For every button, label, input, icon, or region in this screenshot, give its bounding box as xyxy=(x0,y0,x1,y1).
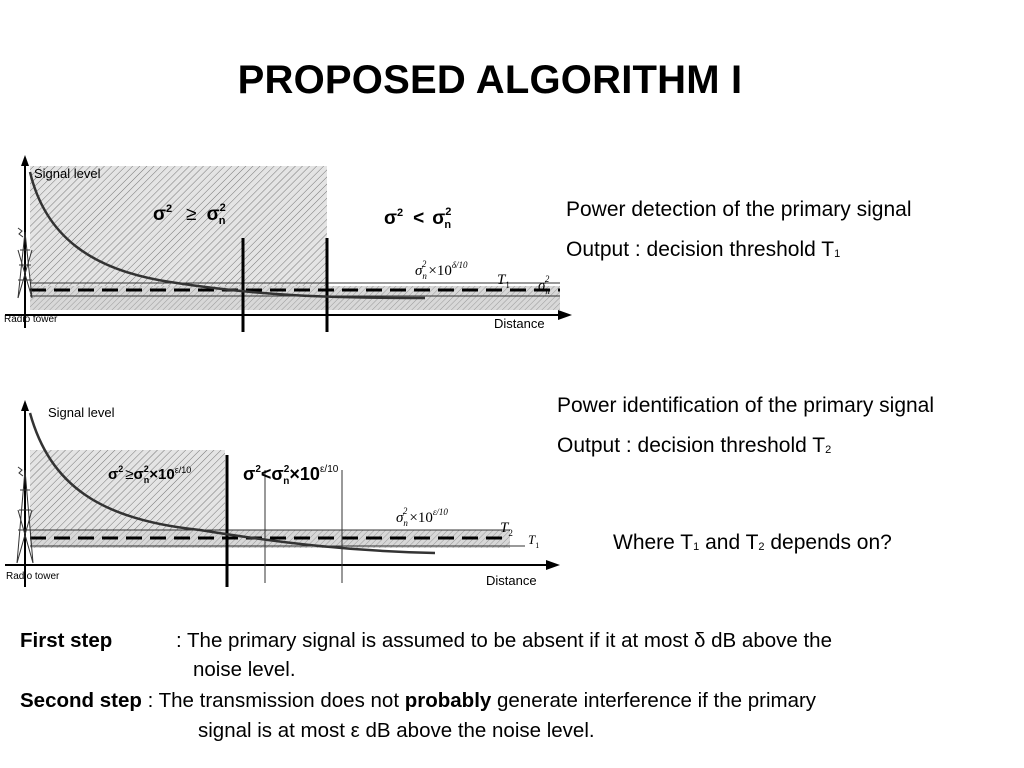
second-step-text-post: generate interference if the primary xyxy=(491,689,817,712)
signal-decay-curve xyxy=(28,412,436,555)
signal-decay-curve xyxy=(28,171,426,300)
second-step-line-1: Second step : The transmission does not … xyxy=(20,686,816,715)
x-axis-label: Distance xyxy=(494,316,545,331)
description-1-line-1: Power detection of the primary signal xyxy=(566,198,912,221)
description-1-output: Output : decision threshold T xyxy=(566,238,835,261)
question-sub-2: 2 xyxy=(758,541,765,553)
y-axis-label: Signal level xyxy=(34,166,101,181)
first-step-label: First step xyxy=(20,629,113,652)
threshold-question: Where T1 and T2 depends on? xyxy=(613,531,892,555)
first-step-text-1: : The primary signal is assumed to be ab… xyxy=(176,629,832,652)
noise-formula: σn2 xyxy=(538,274,550,296)
second-step-text-pre: : The transmission does not xyxy=(141,689,405,712)
question-part-1: Where T xyxy=(613,531,694,554)
level-formula: σn2×10δ/10 xyxy=(415,259,468,281)
x-axis-arrow xyxy=(546,560,560,570)
radio-tower-icon xyxy=(17,227,33,299)
question-sub-1: 1 xyxy=(693,541,700,553)
question-part-3: depends on? xyxy=(764,531,892,554)
first-step-line-1: First step xyxy=(20,626,112,655)
hatched-region xyxy=(30,450,225,530)
tower-label: Radio tower xyxy=(6,571,60,582)
second-step-label: Second step xyxy=(20,689,142,712)
question-part-2: and T xyxy=(699,531,759,554)
x-axis-label: Distance xyxy=(486,573,537,588)
hatched-region xyxy=(30,166,327,286)
slide-title: PROPOSED ALGORITHM I xyxy=(237,58,743,102)
description-1-sub: 1 xyxy=(834,248,841,260)
description-2-line-2: Output : decision threshold T2 xyxy=(557,434,831,458)
second-step-text-2: signal is at most ε dB above the noise l… xyxy=(198,719,595,742)
y-axis-label: Signal level xyxy=(48,405,115,420)
y-axis-arrow xyxy=(21,400,29,411)
description-1-line-2: Output : decision threshold T1 xyxy=(566,238,840,262)
tower-label: Radio tower xyxy=(4,314,58,325)
threshold-t1-label: T1 xyxy=(497,272,510,290)
description-2-output: Output : decision threshold T xyxy=(557,434,826,457)
second-step-text-bold: probably xyxy=(404,689,492,712)
y-axis-arrow xyxy=(21,155,29,166)
radio-tower-icon xyxy=(16,466,34,564)
threshold-t1-label: T1 xyxy=(528,532,539,550)
level-formula: σn2×10ε/10 xyxy=(396,506,448,528)
description-2-sub: 2 xyxy=(825,444,832,456)
threshold-t2-label: T2 xyxy=(500,520,513,538)
x-axis-arrow xyxy=(558,310,572,320)
description-2-line-1: Power identification of the primary sign… xyxy=(557,394,935,417)
dot-marker xyxy=(522,288,526,292)
first-step-text-2: noise level. xyxy=(193,658,296,681)
